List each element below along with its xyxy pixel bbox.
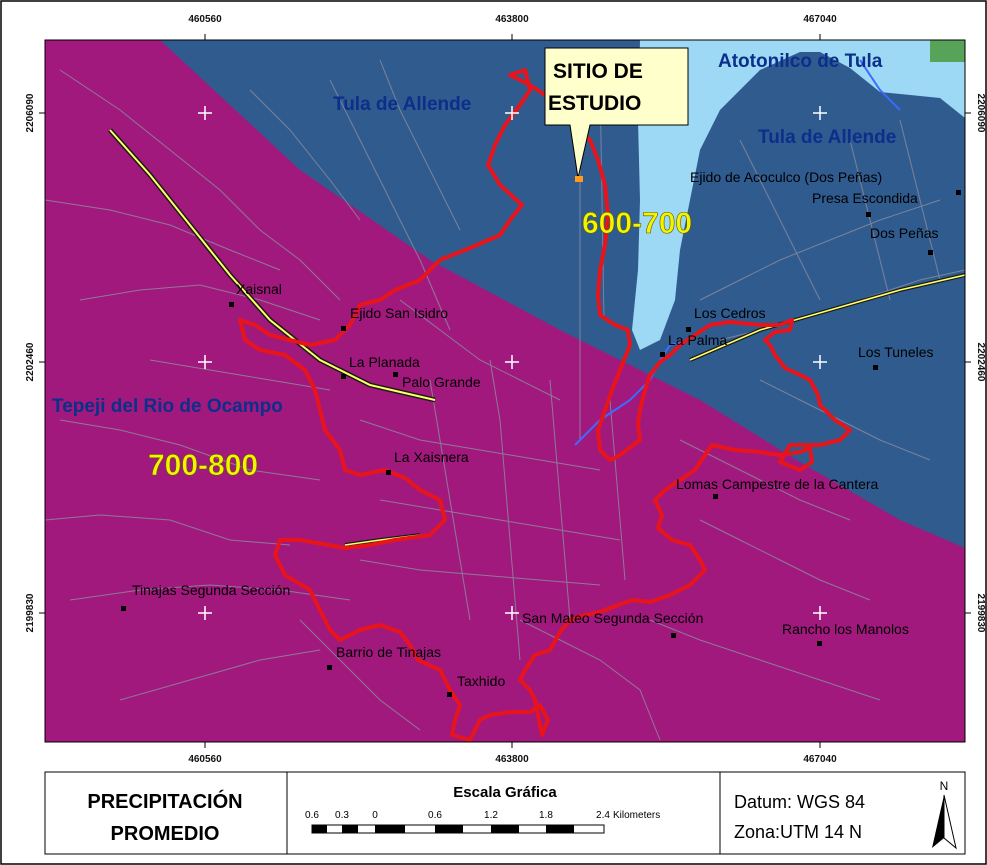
map-panel[interactable]: Tula de Allende Atotonilco de Tula Tula …	[45, 40, 965, 742]
tick-top-x3: 467040	[803, 14, 837, 25]
place-label-ejido-acoculco: Ejido de Acoculco (Dos Peñas)	[690, 169, 882, 185]
road-network	[45, 59, 965, 741]
place-label-xaisnal: Xaisnal	[236, 281, 282, 297]
municipality-label-tula-left: Tula de Allende	[333, 94, 471, 115]
locality-markers	[121, 190, 961, 697]
place-label-la-planada: La Planada	[349, 354, 420, 370]
north-label: N	[940, 779, 949, 793]
water-body	[632, 40, 965, 350]
scale-tick-4: 1.2	[484, 810, 498, 821]
place-label-rancho-manolos: Rancho los Manolos	[782, 621, 909, 637]
place-label-barrio-tinajas: Barrio de Tinajas	[336, 644, 441, 660]
tick-left-y2: 2202460	[25, 342, 36, 381]
place-label-la-palma: La Palma	[668, 332, 727, 348]
place-label-san-mateo: San Mateo Segunda Sección	[522, 610, 703, 626]
municipality-label-tula-right: Tula de Allende	[758, 127, 896, 148]
legend-panel: PRECIPITACIÓN PROMEDIO Escala Gráfica 0.…	[44, 771, 966, 855]
tick-right-y3: 2199830	[975, 594, 986, 633]
tick-marks	[39, 34, 971, 748]
datum-label: Datum: WGS 84	[734, 792, 865, 812]
municipality-label-atotonilco: Atotonilco de Tula	[718, 51, 883, 72]
precipitation-label-600-700: 600-700	[582, 207, 692, 240]
zone-label: Zona:UTM 14 N	[734, 822, 862, 842]
scale-unit: Kilometers	[613, 810, 660, 821]
place-label-los-cedros: Los Cedros	[694, 305, 766, 321]
place-label-lomas-campestre: Lomas Campestre de la Cantera	[676, 476, 879, 492]
study-area-boundary	[238, 68, 852, 742]
place-label-los-tuneles: Los Tuneles	[858, 344, 934, 360]
place-label-la-xaisnera: La Xaisnera	[394, 449, 469, 465]
place-label-tinajas-segunda: Tinajas Segunda Sección	[132, 582, 290, 598]
zone-600-700	[160, 40, 965, 548]
tick-right-y1: 2206090	[975, 94, 986, 133]
scale-title: Escala Gráfica	[453, 784, 557, 801]
graticule-crosses	[198, 106, 827, 620]
legend-title-line-1: PRECIPITACIÓN	[87, 789, 242, 813]
tick-bottom-x3: 467040	[803, 754, 837, 765]
callout-line-1: SITIO DE	[553, 60, 643, 83]
place-label-dos-penas: Dos Peñas	[870, 225, 938, 241]
precipitation-label-700-800: 700-800	[148, 449, 258, 482]
map-corner-green	[930, 40, 965, 62]
scale-tick-6: 2.4	[596, 810, 610, 821]
place-label-taxhido: Taxhido	[457, 673, 505, 689]
place-label-palo-grande: Palo Grande	[402, 374, 481, 390]
map-border	[44, 39, 966, 743]
scale-tick-5: 1.8	[539, 810, 553, 821]
tick-left-y3: 2199830	[25, 593, 36, 632]
municipality-label-tepeji: Tepeji del Rio de Ocampo	[52, 396, 283, 417]
tick-top-x2: 463800	[495, 14, 529, 25]
place-label-presa-escondida: Presa Escondida	[812, 190, 918, 206]
callout-line-2: ESTUDIO	[548, 92, 641, 115]
scale-tick-1: 0.3	[335, 810, 349, 821]
tick-left-y1: 2206090	[25, 93, 36, 132]
tick-bottom-x1: 460560	[188, 754, 222, 765]
scale-tick-0: 0.6	[305, 810, 319, 821]
tick-top-x1: 460560	[188, 14, 222, 25]
legend-title-line-2: PROMEDIO	[111, 823, 220, 845]
tick-bottom-x2: 463800	[495, 754, 529, 765]
place-label-ejido-san-isidro: Ejido San Isidro	[350, 305, 448, 321]
scale-tick-2: 0	[372, 810, 378, 821]
tick-right-y2: 2202460	[975, 343, 986, 382]
north-arrow-icon	[932, 794, 957, 850]
scale-tick-3: 0.6	[428, 810, 442, 821]
scale-bar	[311, 824, 605, 834]
study-site-callout: SITIO DE ESTUDIO	[544, 47, 689, 182]
